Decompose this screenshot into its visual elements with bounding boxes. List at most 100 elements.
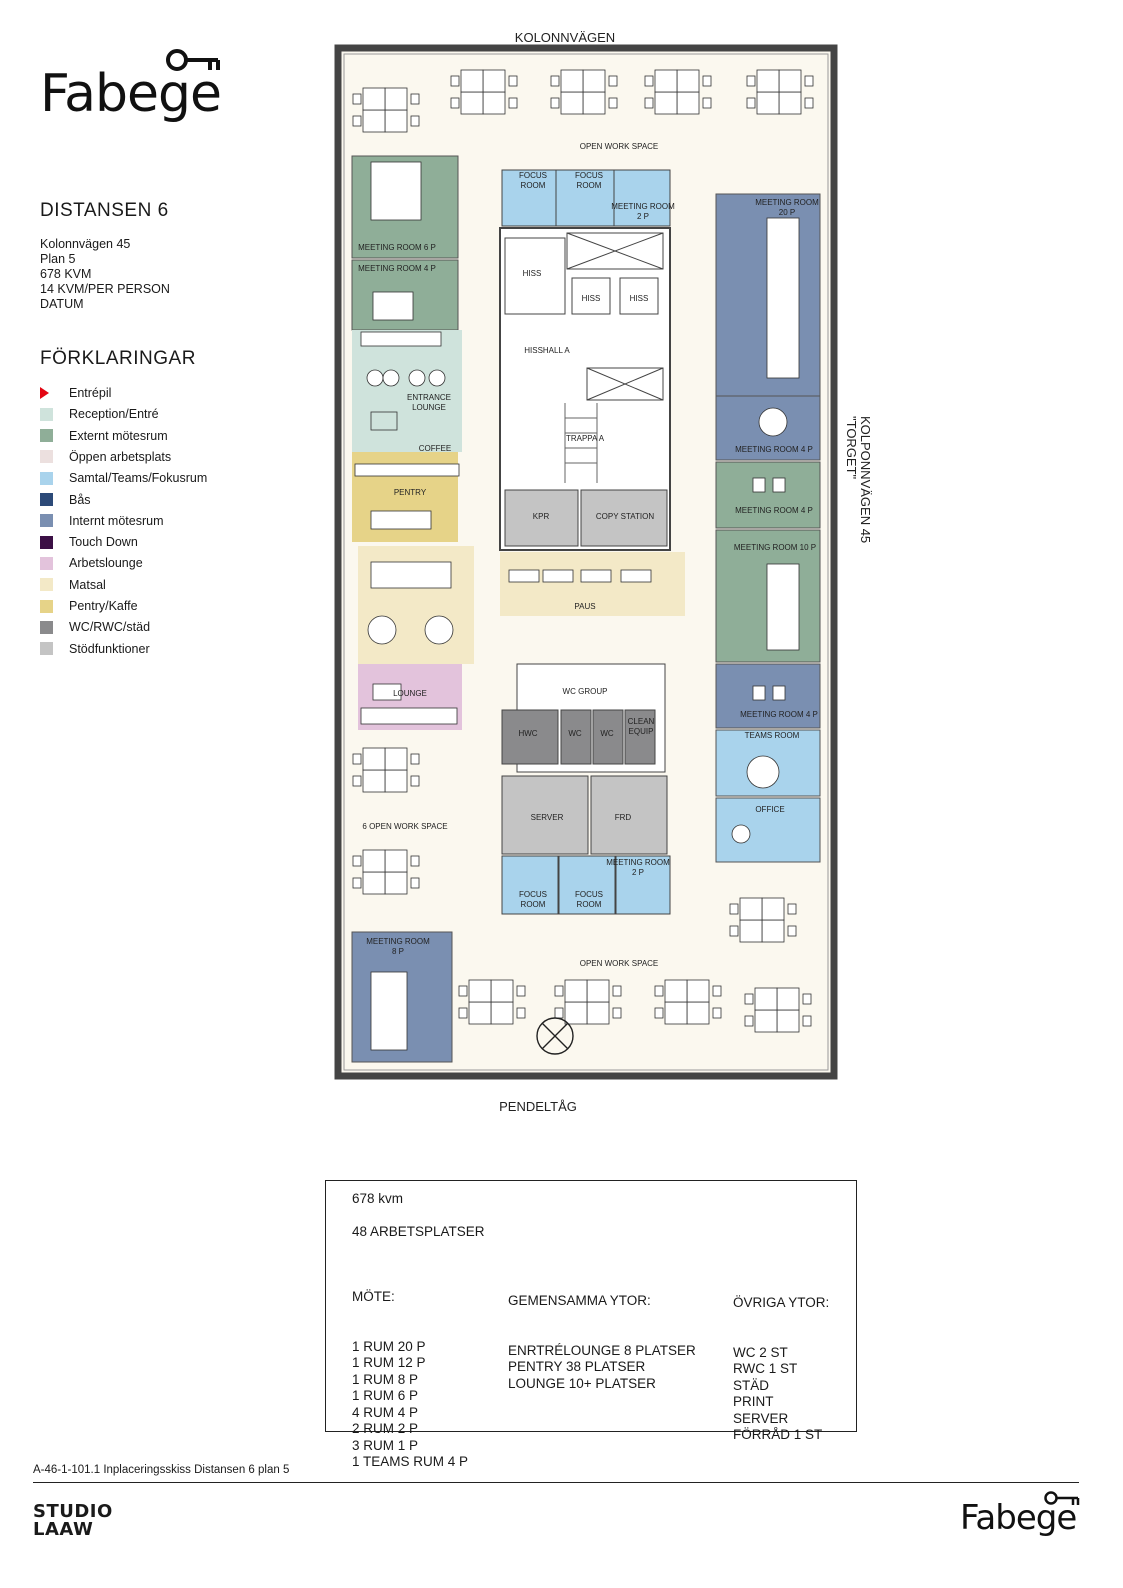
furniture-piece: [428, 369, 446, 387]
furniture-piece: [550, 97, 560, 109]
summary-workplaces: 48 ARBETSPLATSER: [352, 1224, 485, 1239]
room-focus-1: [501, 169, 557, 227]
room-label-meeting-4p-b: MEETING ROOM 4 P: [735, 506, 813, 515]
summary-line: 1 TEAMS RUM 4 P: [352, 1454, 469, 1469]
furniture-piece: [352, 93, 362, 105]
furniture-piece: [580, 569, 612, 583]
furniture-piece: [702, 97, 712, 109]
summary-line: ENRTRÉLOUNGE 8 PLATSER: [508, 1342, 696, 1358]
legend-swatch: [40, 471, 53, 485]
legend-swatch: [40, 450, 53, 464]
room-focus-4: [558, 855, 616, 915]
furniture-piece: [352, 877, 362, 889]
furniture-piece: [410, 115, 420, 127]
brand-wordmark: Fabege: [40, 64, 222, 124]
furniture-piece: [802, 993, 812, 1005]
furniture-piece: [712, 985, 722, 997]
street-north: KOLONNVÄGEN: [515, 30, 615, 45]
room-label-open-work-6: 6 OPEN WORK SPACE: [362, 822, 447, 831]
studio-logo: STUDIO LAAW: [33, 1503, 113, 1539]
summary-line: 1 RUM 20 P: [352, 1338, 426, 1354]
furniture-piece: [804, 75, 814, 87]
project-date-label: DATUM: [40, 297, 84, 311]
furniture-piece: [424, 615, 454, 645]
legend-label: Internt mötesrum: [69, 513, 164, 528]
furniture-piece: [410, 855, 420, 867]
key-icon: [1044, 1491, 1080, 1505]
furniture-piece: [744, 993, 754, 1005]
legend-item: Internt mötesrum: [40, 512, 163, 530]
room-label-server: SERVER: [531, 813, 564, 822]
room-label-copy-station: COPY STATION: [596, 512, 654, 521]
summary-box: 678 kvm 48 ARBETSPLATSER MÖTE: 1 RUM 20 …: [325, 1180, 857, 1469]
arrow-icon: [40, 387, 49, 399]
legend-label: Stödfunktioner: [69, 641, 150, 656]
room-label-hiss-2: HISS: [582, 294, 601, 303]
room-label-meeting-10p: MEETING ROOM 10 P: [734, 543, 816, 552]
furniture-piece: [804, 97, 814, 109]
furniture-piece: [352, 753, 362, 765]
furniture-piece: [408, 369, 426, 387]
summary-line: 1 RUM 12 P: [352, 1355, 426, 1370]
legend-item: Touch Down: [40, 533, 138, 551]
footer-brand-wordmark: Fabege: [960, 1498, 1077, 1538]
legend-label: Pentry/Kaffe: [69, 599, 138, 613]
furniture-piece: [772, 477, 786, 493]
furniture-piece: [729, 925, 739, 937]
project-floor: Plan 5: [40, 252, 76, 266]
compass-icon: [536, 1017, 574, 1055]
furniture-piece: [766, 563, 800, 651]
furniture-piece: [752, 685, 766, 701]
legend-label: Reception/Entré: [69, 407, 159, 422]
furniture-piece: [370, 971, 408, 1051]
footer-rule: [33, 1482, 1079, 1483]
room-label-open-work-bottom: OPEN WORK SPACE: [580, 959, 659, 968]
room-label-hisshall: HISSHALL A: [524, 346, 570, 355]
furniture-piece: [608, 75, 618, 87]
furniture-piece: [367, 615, 397, 645]
legend-swatch: [40, 620, 53, 634]
furniture-piece: [608, 97, 618, 109]
furniture-piece: [752, 477, 766, 493]
legend-item: Matsal: [40, 576, 106, 594]
legend-label: Externt mötesrum: [69, 428, 168, 443]
room-label-meeting-4p-left: MEETING ROOM 4 P: [358, 264, 436, 273]
furniture-piece: [746, 97, 756, 109]
legend-item: Pentry/Kaffe: [40, 597, 138, 615]
legend-swatch: [40, 642, 53, 656]
summary-line: 3 RUM 1 P: [352, 1437, 419, 1453]
summary-line: FÖRRÅD 1 ST: [733, 1427, 823, 1442]
room-label-wc-group: WC GROUP: [563, 687, 608, 696]
room-label-hiss-1: HISS: [523, 269, 542, 278]
furniture-piece: [508, 75, 518, 87]
furniture-piece: [410, 877, 420, 889]
room-frd: [590, 775, 668, 855]
furniture-piece: [382, 369, 400, 387]
summary-area: 678 kvm: [352, 1191, 404, 1206]
legend-swatch: [40, 578, 53, 592]
room-meeting-4p-c: [715, 663, 821, 729]
furniture-piece: [644, 75, 654, 87]
furniture-piece: [654, 1007, 664, 1019]
furniture-piece: [372, 291, 414, 321]
summary-line: 1 RUM 8 P: [352, 1371, 419, 1387]
summary-other-title: ÖVRIGA YTOR:: [733, 1295, 830, 1310]
summary-line: 2 RUM 2 P: [352, 1421, 419, 1436]
furniture-piece: [787, 925, 797, 937]
furniture-piece: [410, 775, 420, 787]
legend-label: Arbetslounge: [69, 556, 143, 571]
furniture-piece: [554, 985, 564, 997]
furniture-piece: [360, 707, 458, 725]
room-focus-2: [555, 169, 615, 227]
legend-item: Samtal/Teams/Fokusrum: [40, 469, 207, 487]
room-label-office: OFFICE: [755, 805, 784, 814]
room-label-open-work-top: OPEN WORK SPACE: [580, 142, 659, 151]
summary-meetings-title: MÖTE:: [352, 1289, 395, 1304]
